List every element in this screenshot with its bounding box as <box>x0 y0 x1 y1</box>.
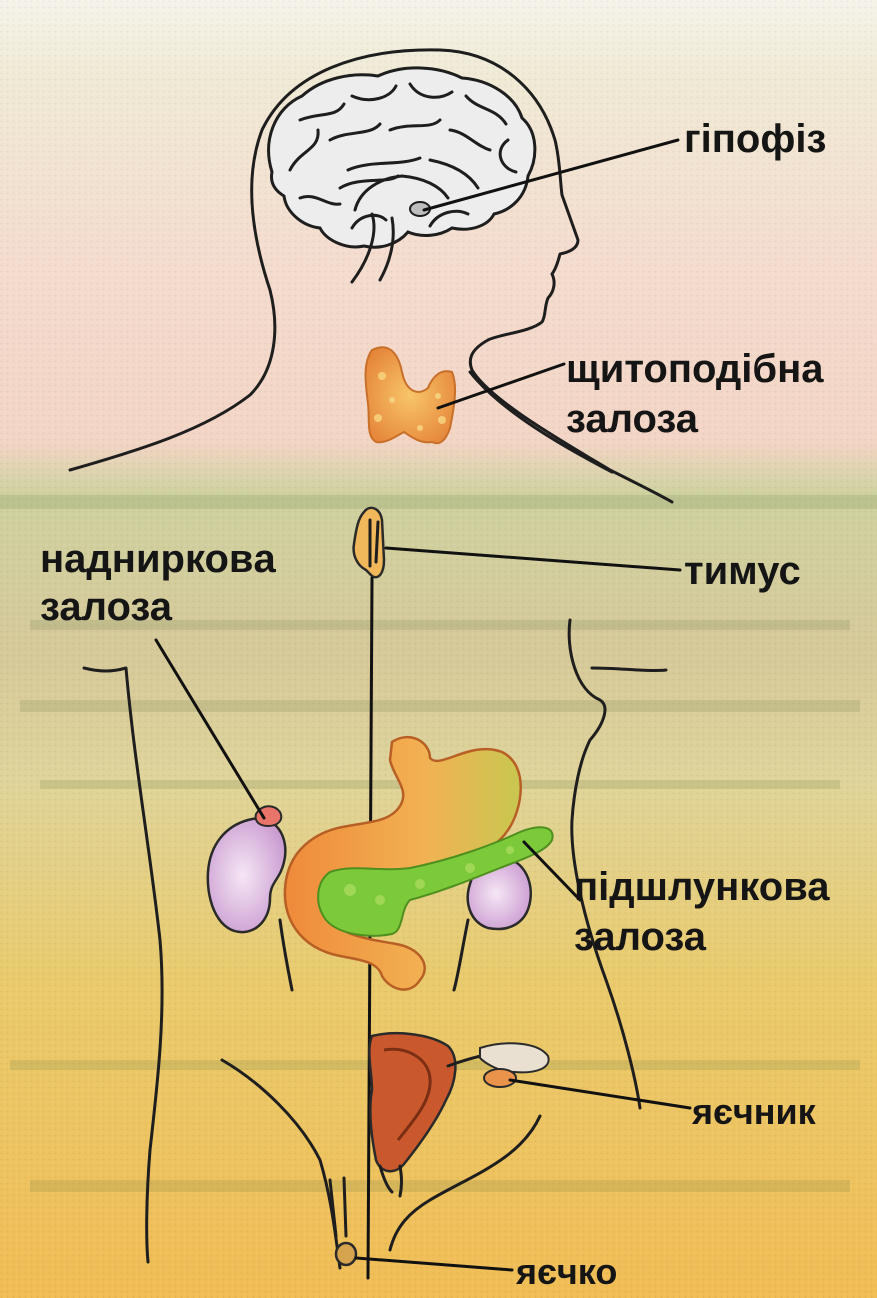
label-pancreas-line1: підшлункова <box>574 865 830 909</box>
label-thyroid-line1: щитоподібна <box>566 347 824 391</box>
label-adrenal-line1: наднирковa <box>40 537 276 581</box>
label-ovary: яєчник <box>691 1091 817 1132</box>
label-testis: яєчко <box>515 1251 617 1292</box>
label-adrenal-line2: залоза <box>40 585 173 629</box>
label-pituitary: гіпофіз <box>684 117 826 161</box>
label-thyroid-line2: залоза <box>566 397 699 441</box>
label-pancreas-line2: залоза <box>574 915 707 959</box>
label-thymus: тимус <box>684 549 801 593</box>
